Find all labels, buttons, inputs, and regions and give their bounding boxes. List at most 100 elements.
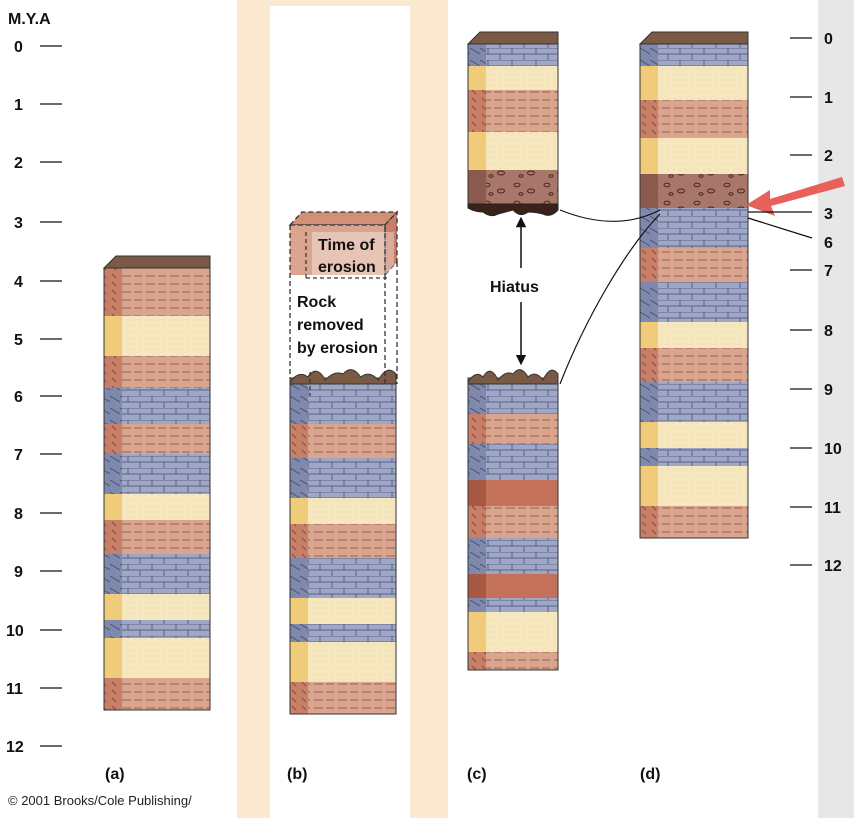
axis-title: M.Y.A [8, 11, 51, 28]
sandstone-layer-side [290, 598, 308, 624]
red-shale-layer [486, 574, 558, 598]
right-tick-label: 11 [824, 500, 841, 517]
left-tick-label: 1 [14, 97, 23, 114]
limestone-layer [122, 454, 210, 494]
shale-layer [486, 90, 558, 132]
limestone-layer [486, 444, 558, 480]
shale-layer-side [290, 424, 308, 458]
sandstone-layer-side [640, 422, 658, 448]
shale-layer-side [640, 506, 658, 538]
hiatus-label: Hiatus [490, 279, 539, 296]
limestone-layer [308, 624, 396, 642]
rock-removed-line-2: removed [297, 317, 364, 334]
limestone-layer-side [104, 388, 122, 424]
limestone-layer-side [640, 208, 658, 248]
sandstone-layer-side [104, 594, 122, 620]
copyright: © 2001 Brooks/Cole Publishing/ [8, 793, 192, 808]
shale-layer [486, 652, 558, 670]
right-tick-label: 3 [824, 206, 833, 223]
sandstone-layer [122, 316, 210, 356]
shale-layer-side [104, 356, 122, 388]
limestone-layer-side [104, 554, 122, 594]
eroded-surface [467, 369, 559, 385]
limestone-layer [122, 388, 210, 424]
shale-layer-side [468, 414, 486, 444]
left-tick-label: 10 [6, 623, 24, 640]
limestone-layer-side [468, 378, 486, 414]
sandstone-layer [486, 66, 558, 90]
sandstone-layer-side [468, 66, 486, 90]
shale-layer [122, 268, 210, 316]
shale-layer-side [104, 424, 122, 454]
connector-upper [559, 209, 661, 222]
right-tick-label: 9 [824, 382, 833, 399]
sandstone-layer-side [104, 494, 122, 520]
right-tick-label: 0 [824, 31, 833, 48]
limestone-layer-side [640, 448, 658, 466]
limestone-layer-side [104, 454, 122, 494]
left-tick-label: 6 [14, 389, 23, 406]
limestone-layer [658, 208, 748, 248]
limestone-layer [308, 558, 396, 598]
red-shale-layer-side [468, 574, 486, 598]
shale-layer-side [640, 348, 658, 382]
column-c-lower [467, 369, 559, 671]
sandstone-layer [658, 322, 748, 348]
left-tick-label: 4 [14, 274, 23, 291]
conglomerate-layer-side [468, 170, 486, 208]
sandstone-layer [486, 132, 558, 170]
sandstone-layer-side [290, 642, 308, 682]
right-tick-label: 1 [824, 90, 833, 107]
left-tick-label: 7 [14, 447, 23, 464]
shale-layer [308, 682, 396, 714]
shale-layer-side [468, 90, 486, 132]
top-soil [466, 31, 559, 45]
sandstone-layer-side [104, 316, 122, 356]
connector-lower [559, 213, 661, 385]
time-of-erosion-line-1: Time of [318, 237, 375, 254]
limestone-layer [658, 282, 748, 322]
limestone-layer [658, 382, 748, 422]
shale-layer [658, 248, 748, 282]
shale-layer [308, 424, 396, 458]
limestone-layer [658, 448, 748, 466]
left-tick-label: 8 [14, 506, 23, 523]
left-tick-label: 2 [14, 155, 23, 172]
sandstone-layer [122, 494, 210, 520]
sandstone-layer-side [640, 466, 658, 506]
right-tick-label: 7 [824, 263, 833, 280]
sandstone-layer-side [468, 132, 486, 170]
red-shale-layer-side [468, 480, 486, 506]
limestone-layer-side [290, 378, 308, 424]
sandstone-layer [308, 598, 396, 624]
limestone-layer [308, 458, 396, 498]
right-tick-label: 8 [824, 323, 833, 340]
column-d [638, 31, 749, 539]
shale-layer-side [290, 682, 308, 714]
shale-layer-side [104, 678, 122, 710]
eroded-surface [289, 369, 397, 385]
limestone-layer-side [104, 620, 122, 638]
limestone-layer [308, 378, 396, 424]
time-of-erosion-line-2: erosion [318, 259, 376, 276]
left-tick-label: 0 [14, 39, 23, 56]
left-tick-label: 11 [6, 681, 23, 698]
shale-layer-side [290, 524, 308, 558]
shale-layer-side [104, 268, 122, 316]
shale-layer [658, 100, 748, 138]
shale-layer-side [468, 506, 486, 538]
left-tick-label: 3 [14, 215, 23, 232]
sandstone-layer [122, 638, 210, 678]
limestone-layer-side [290, 624, 308, 642]
sandstone-layer [658, 466, 748, 506]
sandstone-layer-side [640, 66, 658, 100]
sandstone-layer [308, 642, 396, 682]
limestone-layer-side [290, 458, 308, 498]
conglomerate-layer [658, 174, 748, 208]
sandstone-layer-side [468, 612, 486, 652]
left-tick-label: 12 [6, 739, 24, 756]
sandstone-layer [658, 138, 748, 174]
leader-6 [747, 217, 813, 239]
unconformity-surface [467, 203, 559, 217]
